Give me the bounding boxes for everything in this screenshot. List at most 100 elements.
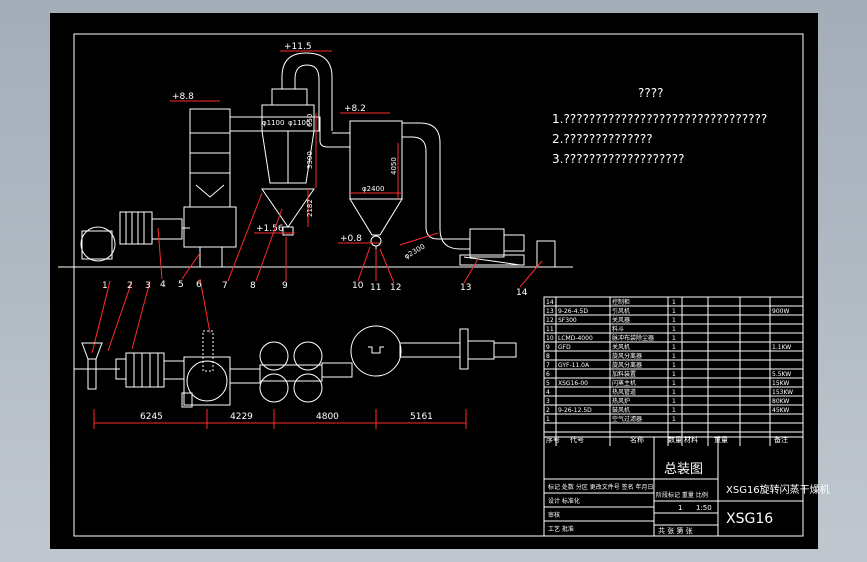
part-5: 5 (178, 280, 184, 290)
dim-h1: 650 (306, 114, 314, 127)
exhaust-fan (469, 228, 505, 258)
bom-cell-no: 7 (546, 362, 550, 369)
plan-fan (467, 340, 495, 360)
bom-cell-qty: 1 (672, 380, 676, 387)
part-11: 11 (370, 283, 381, 293)
bom-cell-no: 2 (546, 407, 550, 414)
bom-cell-qty: 1 (672, 299, 676, 306)
tb-row-3: 审核 (548, 511, 560, 519)
bom-cell-note: 1.1KW (772, 344, 791, 351)
dim-d4: φ2300 (403, 243, 426, 261)
bom-header-cell: 名称 (630, 435, 644, 444)
bom-cell-name: 热风管道 (612, 388, 636, 396)
bom-cell-qty: 1 (672, 344, 676, 351)
notes-title: ???? (638, 86, 663, 100)
bom-cell-qty: 1 (672, 416, 676, 423)
bom-cell-code: GFD (558, 344, 571, 351)
elev-1-56: +1.56 (256, 224, 284, 234)
elevation-dimensions: +11.5 +8.8 +8.2 +1.56 +0.8 φ1100 φ1100 6… (170, 42, 439, 261)
bom-cell-qty: 1 (672, 326, 676, 333)
bom-cell-name: 料斗 (612, 325, 624, 333)
dim-h4: 2182 (306, 199, 314, 217)
bom-cell-no: 14 (546, 299, 554, 306)
plan-dimensions: 6245 4229 4800 5161 (93, 409, 467, 429)
drawing-border (73, 33, 804, 537)
dim-d1: φ1100 (262, 119, 284, 127)
bom-cell-name: 热风炉 (612, 397, 630, 405)
bom-cell-name: 关风器 (612, 316, 630, 324)
drawing-sheet: ???? 1.???????????????????????????????? … (50, 13, 830, 549)
bom-cell-no: 11 (546, 326, 554, 333)
bom-header-cell: 数量 (668, 435, 682, 444)
drying-tower (189, 108, 231, 208)
overhead-pipe (281, 52, 333, 131)
bom-cell-code: 9-26-12.5D (558, 407, 592, 414)
bom-cell-qty: 1 (672, 407, 676, 414)
bom-cell-name: 脉冲布袋除尘器 (612, 334, 654, 342)
bom-cell-qty: 1 (672, 362, 676, 369)
tb-sheet: 共 张 第 张 (658, 526, 693, 535)
tb-row-4: 工艺 批准 (548, 525, 574, 533)
bom-cell-no: 5 (546, 380, 550, 387)
drawing-number: XSG16 (726, 511, 773, 527)
tb-stage: 阶段标记 重量 比例 (656, 491, 708, 499)
dim-d3: φ2400 (362, 185, 384, 193)
bom-cell-name: 加料装置 (612, 370, 636, 378)
bom-cell-qty: 1 (672, 353, 676, 360)
dim-d2: φ1100 (288, 119, 310, 127)
bom-cell-name: 鼓风机 (612, 406, 630, 414)
elev-8-8: +8.8 (172, 92, 194, 102)
part-7: 7 (222, 281, 228, 291)
plan-tower (183, 356, 231, 406)
bom-cell-code: GYF-11.0A (558, 362, 590, 369)
bom-cell-note: 153KW (772, 389, 793, 396)
blower-housing (80, 226, 116, 262)
note-line-1: 1.???????????????????????????????? (552, 112, 767, 126)
part-13: 13 (460, 283, 471, 293)
bom-cell-no: 3 (546, 398, 550, 405)
bom-cell-name: 关风机 (612, 343, 630, 351)
note-line-2: 2.?????????????? (552, 132, 653, 146)
part-12: 12 (390, 283, 401, 293)
outlet-pipe (402, 122, 470, 250)
plan-dim-1: 6245 (140, 412, 163, 422)
bom-cell-name: 旋风分离器 (612, 361, 642, 369)
heater-body (119, 211, 153, 245)
note-line-3: 3.??????????????????? (552, 152, 684, 166)
part-2: 2 (127, 281, 133, 291)
bom-cell-qty: 1 (672, 371, 676, 378)
product-name: XSG16旋转闪蒸干燥机 (726, 483, 830, 496)
bom-cell-no: 6 (546, 371, 550, 378)
bom-cell-qty: 1 (672, 308, 676, 315)
bom-header-cell: 代号 (570, 435, 584, 444)
plan-bag-filter (350, 325, 402, 377)
bom-cell-note: 15KW (772, 380, 789, 387)
bom-cell-name: 空气过滤器 (612, 415, 642, 423)
bom-cell-name: 引风机 (612, 307, 630, 315)
part-14: 14 (516, 288, 528, 298)
tb-qty: 1 (678, 504, 682, 512)
plan-outlet-pipe (399, 342, 461, 358)
dim-h3: 4050 (390, 157, 398, 175)
bom-cell-code: XSG16-00 (558, 380, 588, 387)
plan-cyclone-1 (259, 341, 289, 371)
bom-cell-qty: 1 (672, 335, 676, 342)
tb-row-2: 设计 标准化 (548, 497, 580, 505)
bom-cell-no: 9 (546, 344, 550, 351)
plan-dim-3: 4800 (316, 412, 339, 422)
plan-view (74, 325, 517, 408)
bom-header-cell: 序号 (546, 435, 560, 444)
bom-cell-no: 8 (546, 353, 550, 360)
bom-header-cell: 重量 (714, 436, 728, 444)
bom-cell-code: SF300 (558, 317, 577, 324)
tb-scale: 1:50 (696, 504, 712, 512)
bom-cell-no: 10 (546, 335, 554, 342)
elevation-view (80, 52, 556, 268)
bom-cell-code: LCMD-4000 (558, 335, 593, 342)
bom-cell-note: 900W (772, 308, 789, 315)
dim-h2: 3300 (306, 151, 314, 169)
bom-cell-name: 旋风分离器 (612, 352, 642, 360)
technical-notes: ???? 1.???????????????????????????????? … (552, 86, 767, 166)
bom-cell-note: 5.5KW (772, 371, 791, 378)
